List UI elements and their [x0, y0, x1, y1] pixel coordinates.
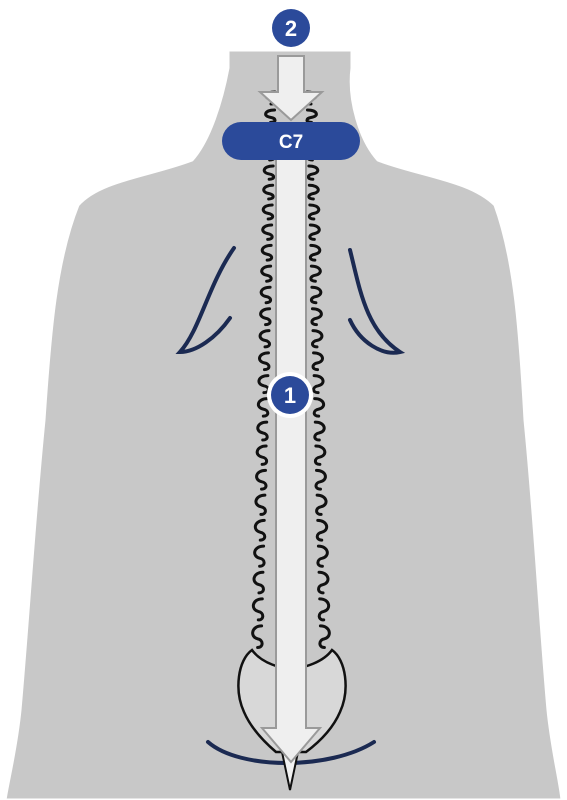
- marker-1-label: 1: [284, 383, 296, 408]
- marker-2-label: 2: [285, 16, 297, 41]
- marker-1: 1: [267, 372, 313, 418]
- marker-2: 2: [268, 5, 314, 51]
- c7-label: C7: [279, 132, 303, 153]
- c7-badge: C7: [222, 122, 360, 160]
